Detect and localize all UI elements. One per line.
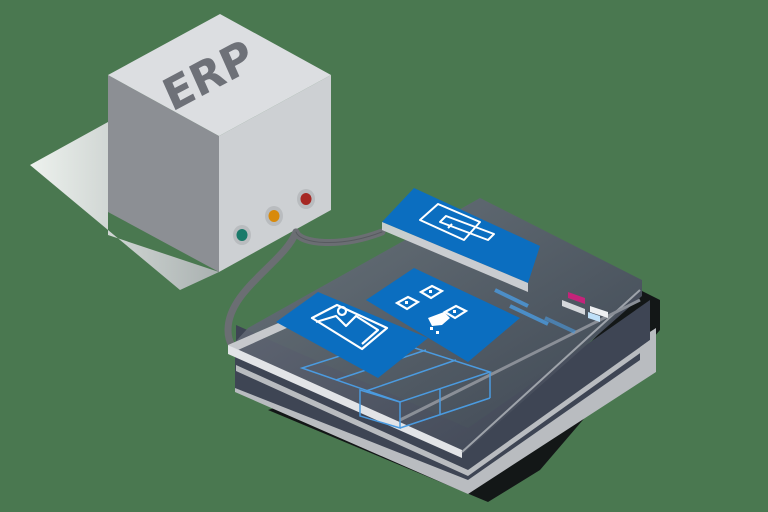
image-icon (310, 303, 389, 351)
erp-box-left-face (108, 75, 219, 272)
screen-edge-line (461, 289, 641, 453)
erp-box-shadow (30, 122, 219, 290)
erp-box-right-face (219, 75, 331, 272)
white-bar-2 (590, 306, 608, 318)
device-screen-top-edge (228, 345, 462, 458)
indicator-orange (265, 206, 283, 226)
indicator-green (233, 225, 251, 245)
screen-ui-bars (494, 288, 608, 334)
white-bar-1 (562, 300, 585, 315)
image-card (276, 292, 428, 378)
pink-indicator (568, 292, 585, 304)
device-middle-layer-edge (236, 340, 650, 476)
light-blue-bar (588, 312, 600, 322)
edit-card (382, 188, 540, 292)
pencil-icon (419, 203, 495, 241)
erp-box-top-face (108, 14, 331, 136)
device-screen-light-strip (228, 318, 300, 350)
qr-code-icon (394, 284, 469, 334)
indicator-red (297, 189, 315, 209)
erp-box: ERP (108, 14, 331, 272)
qr-card (366, 268, 520, 362)
